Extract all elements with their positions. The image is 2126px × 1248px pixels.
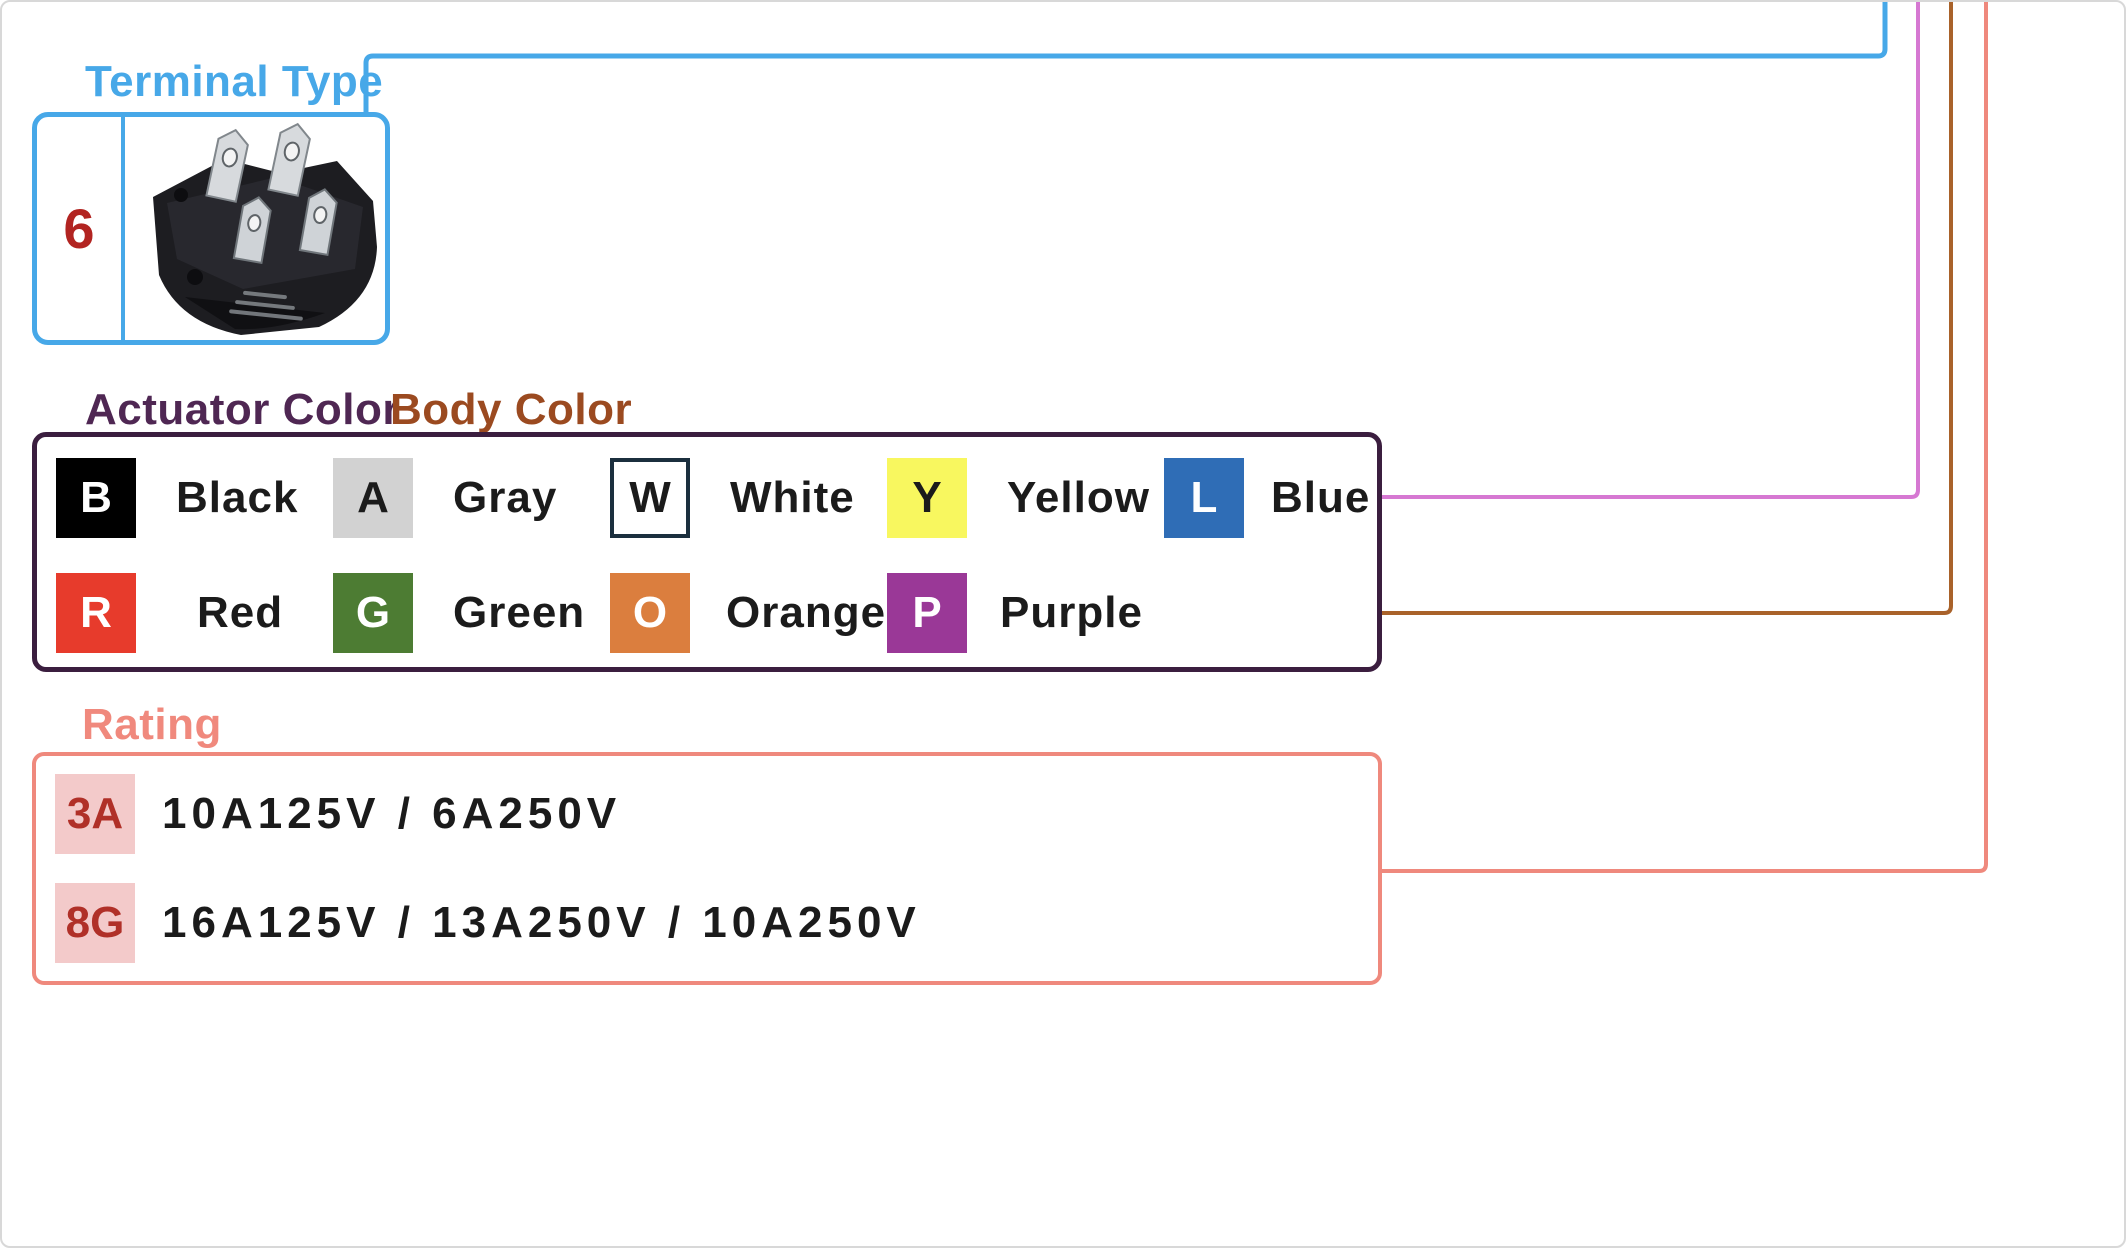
color-code-letter: O <box>632 588 668 637</box>
color-code-box: B Black A Gray W White Y Yellow L Blue R… <box>32 432 1382 672</box>
color-code-letter: P <box>912 588 942 637</box>
color-code-letter: B <box>80 473 112 522</box>
color-code-letter: G <box>355 588 391 637</box>
color-code-letter: Y <box>912 473 942 522</box>
color-code-letter: L <box>1190 473 1218 522</box>
terminal-type-connector-line <box>363 2 1888 116</box>
color-label-purple: Purple <box>1000 588 1143 637</box>
color-label-orange: Orange <box>726 588 887 637</box>
rating-title: Rating <box>82 700 222 749</box>
terminal-type-title: Terminal Type <box>85 57 384 106</box>
color-swatch-orange: O <box>610 573 690 653</box>
color-swatch-purple: P <box>887 573 967 653</box>
color-code-letter: A <box>357 473 389 522</box>
terminal-box-divider <box>121 117 125 340</box>
rating-box: 3A 10A125V / 6A250V 8G 16A125V / 13A250V… <box>32 752 1382 985</box>
body-color-connector-line <box>1380 2 1953 615</box>
color-label-black: Black <box>176 473 299 522</box>
body-color-title: Body Color <box>390 385 633 434</box>
color-swatch-blue: L <box>1164 458 1244 538</box>
color-label-white: White <box>730 473 855 522</box>
color-label-red: Red <box>197 588 284 637</box>
color-swatch-white: W <box>610 458 690 538</box>
actuator-color-title: Actuator Color <box>85 385 400 434</box>
actuator-color-connector-line <box>1380 2 1920 499</box>
switch-terminals-photo <box>125 117 385 340</box>
rating-spec-8g: 16A125V / 13A250V / 10A250V <box>162 898 921 947</box>
terminal-code: 6 <box>63 197 95 260</box>
color-label-blue: Blue <box>1271 473 1371 522</box>
rating-code-3a: 3A <box>55 774 135 854</box>
color-swatch-green: G <box>333 573 413 653</box>
color-label-green: Green <box>453 588 586 637</box>
color-code-letter: R <box>80 588 112 637</box>
terminal-code-cell: 6 <box>37 117 121 340</box>
rating-code-8g: 8G <box>55 883 135 963</box>
color-label-yellow: Yellow <box>1007 473 1150 522</box>
switch-photo-illustration <box>153 122 377 335</box>
terminal-type-box: 6 <box>32 112 390 345</box>
rating-spec-3a: 10A125V / 6A250V <box>162 789 622 838</box>
color-swatch-black: B <box>56 458 136 538</box>
color-swatch-yellow: Y <box>887 458 967 538</box>
color-swatch-gray: A <box>333 458 413 538</box>
color-swatch-red: R <box>56 573 136 653</box>
rating-connector-line <box>1380 2 1988 873</box>
color-label-gray: Gray <box>453 473 558 522</box>
color-code-letter: W <box>629 473 671 522</box>
